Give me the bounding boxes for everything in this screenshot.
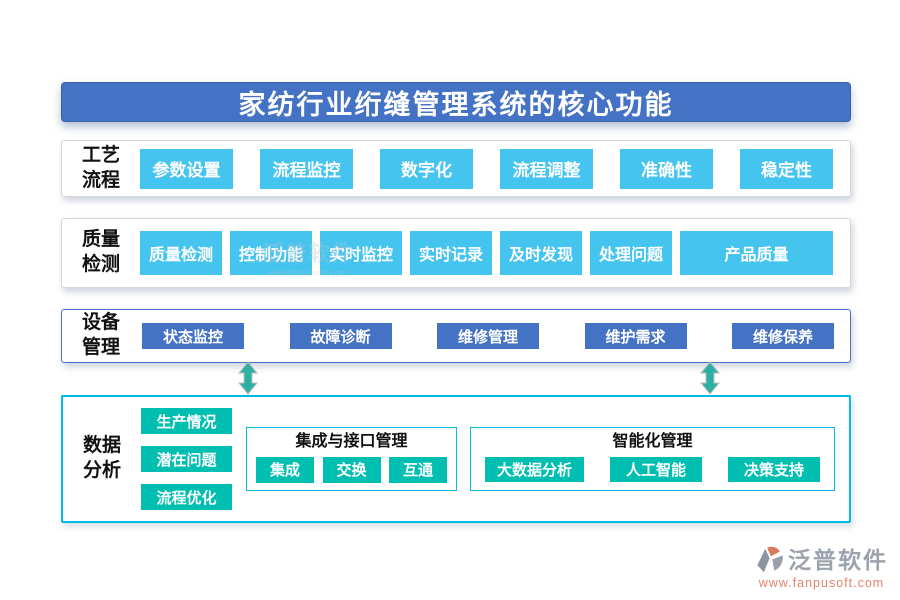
node-control-function: 控制功能 [230,231,312,275]
quality-chip-list: 质量检测 控制功能 实时监控 实时记录 及时发现 处理问题 产品质量 [140,231,850,275]
node-accuracy: 准确性 [620,148,713,189]
panel-data-analysis: 数据 分析 生产情况 潜在问题 流程优化 集成与接口管理 集成 交换 互通 智能… [61,395,851,523]
brand-name: 泛普软件 [788,548,888,573]
node-fault-diagnosis: 故障诊断 [289,323,392,349]
node-process-adjustment: 流程调整 [500,148,593,189]
panel-process-flow: 工艺 流程 参数设置 流程监控 数字化 流程调整 准确性 稳定性 [61,140,851,197]
row-label-equipment: 设备 管理 [62,311,140,360]
node-stability: 稳定性 [740,148,833,189]
node-process-monitoring: 流程监控 [260,148,353,189]
node-interconnection: 互通 [389,456,447,483]
node-maintenance-demand: 维护需求 [584,323,687,349]
row-label-analysis: 数据 分析 [63,434,141,483]
node-timely-detection: 及时发现 [500,231,582,275]
row-label-line: 设备 [81,312,120,334]
node-realtime-monitoring: 实时监控 [320,231,402,275]
brand-footer[interactable]: 泛普软件 www.fanpusoft.com [755,541,888,590]
equipment-chip-list: 状态监控 故障诊断 维修管理 维护需求 维修保养 [140,323,850,349]
group-integration-interface: 集成与接口管理 集成 交换 互通 [246,427,457,491]
row-label-line: 质量 [81,229,120,251]
process-chip-list: 参数设置 流程监控 数字化 流程调整 准确性 稳定性 [140,148,850,189]
node-realtime-recording: 实时记录 [410,231,492,275]
row-label-line: 工艺 [81,144,120,166]
node-problem-handling: 处理问题 [590,231,672,275]
panel-equipment-management: 设备 管理 状态监控 故障诊断 维修管理 维护需求 维修保养 [61,309,851,363]
panel-quality-inspection: 质量 检测 质量检测 控制功能 实时监控 实时记录 及时发现 处理问题 产品质量 [61,218,851,288]
node-parameter-setting: 参数设置 [140,148,233,189]
node-artificial-intelligence: 人工智能 [610,456,702,482]
node-decision-support: 决策支持 [728,456,820,482]
node-digitalization: 数字化 [380,148,473,189]
node-process-optimization: 流程优化 [141,484,232,510]
node-repair-management: 维修管理 [437,323,539,349]
node-status-monitoring: 状态监控 [142,323,244,349]
brand-url[interactable]: www.fanpusoft.com [758,576,885,590]
node-repair-upkeep: 维修保养 [732,323,834,349]
group-title: 集成与接口管理 [295,433,408,450]
group-intelligent-management: 智能化管理 大数据分析 人工智能 决策支持 [470,427,835,491]
group-chip-list: 集成 交换 互通 [256,456,447,483]
group-chip-list: 大数据分析 人工智能 决策支持 [480,456,825,482]
row-label-quality: 质量 检测 [62,228,140,277]
node-product-quality: 产品质量 [680,231,833,275]
fanpu-logo-icon [757,546,783,573]
node-integration: 集成 [256,456,314,483]
node-production-status: 生产情况 [141,408,232,434]
node-big-data-analysis: 大数据分析 [485,456,584,482]
analysis-stack: 生产情况 潜在问题 流程优化 [141,408,232,510]
node-quality-inspection: 质量检测 [140,231,222,275]
row-label-line: 分析 [82,460,121,481]
row-label-process: 工艺 流程 [62,144,140,193]
row-label-line: 管理 [81,337,120,358]
node-potential-problems: 潜在问题 [141,446,232,472]
page-title: 家纺行业绗缝管理系统的核心功能 [61,82,851,122]
up-down-arrow-icon [700,361,720,395]
row-label-line: 检测 [81,254,120,275]
row-label-line: 数据 [82,435,121,457]
up-down-arrow-icon [238,361,258,395]
node-exchange: 交换 [322,456,381,483]
brand-line: 泛普软件 [755,541,888,575]
row-label-line: 流程 [81,169,120,191]
group-title: 智能化管理 [612,433,693,450]
